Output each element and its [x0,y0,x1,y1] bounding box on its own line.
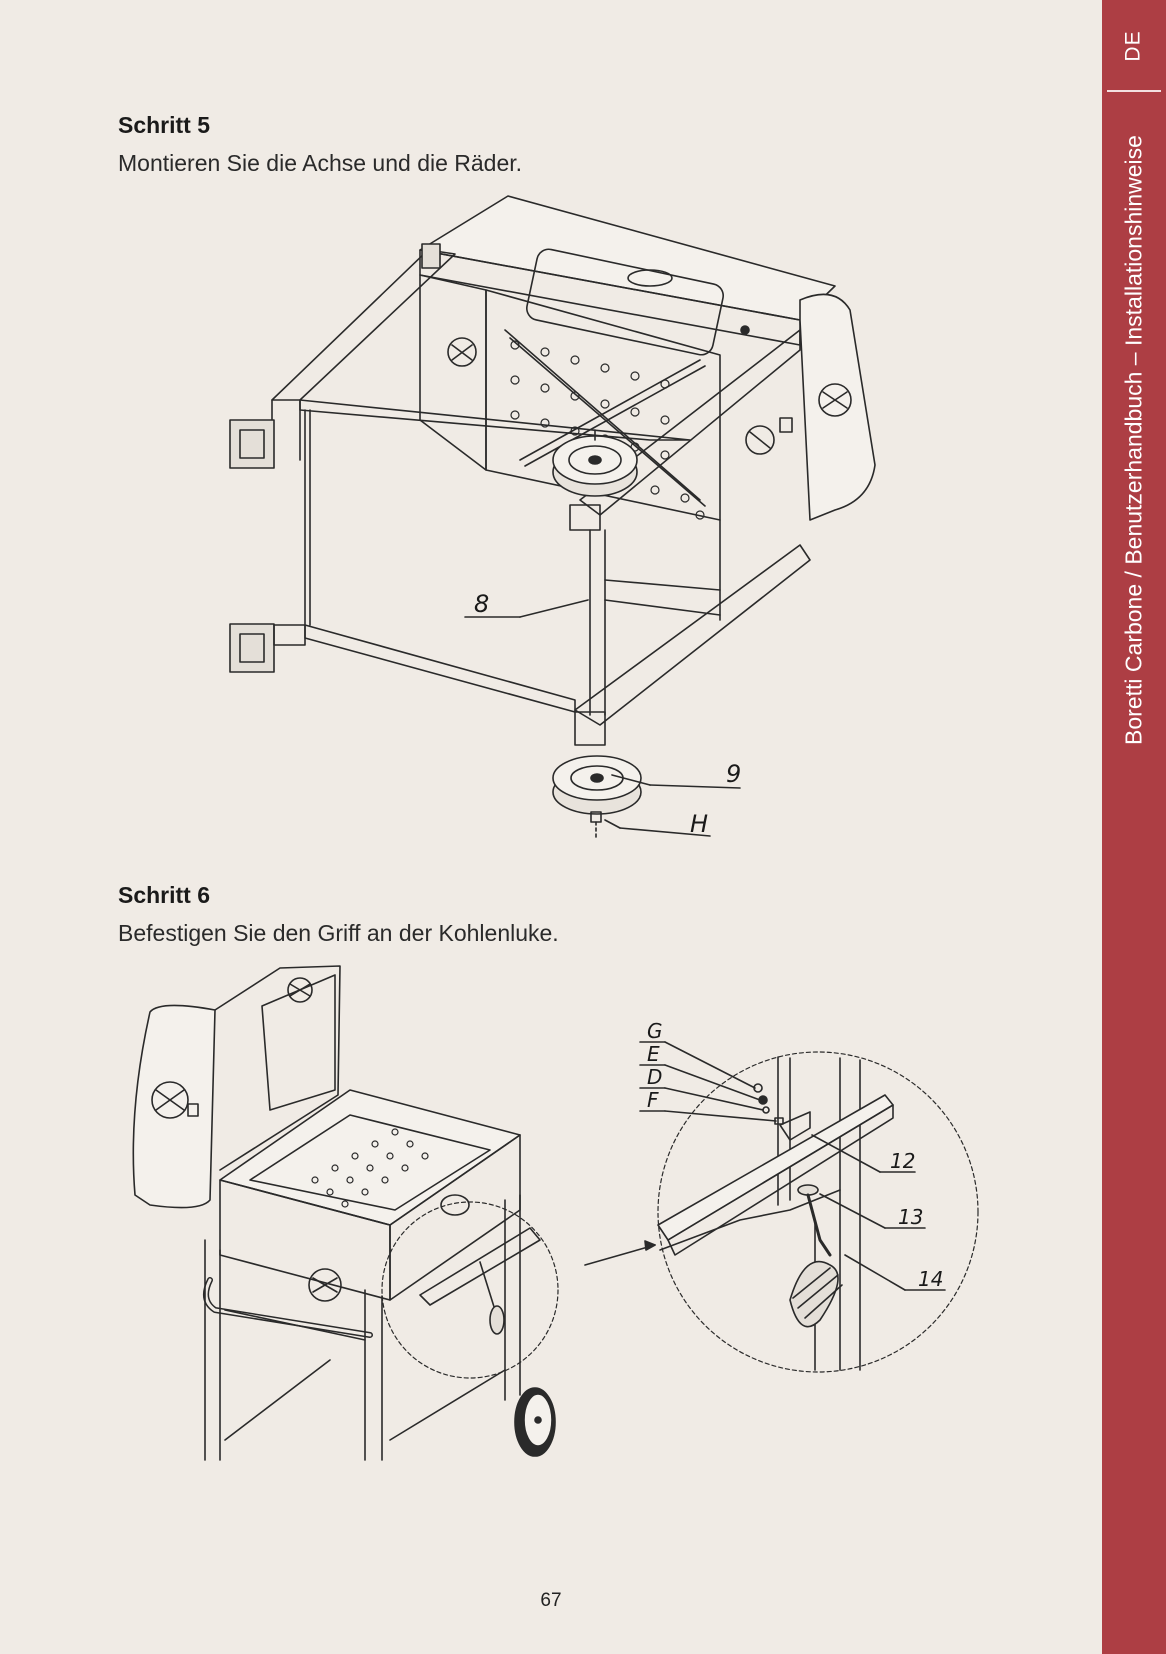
callout-8: 8 [474,590,489,618]
callout-12: 12 [890,1149,915,1173]
sidebar-divider [1107,90,1161,92]
step-5-description: Montieren Sie die Achse und die Räder. [118,150,523,176]
language-tab: DE [1102,0,1166,92]
language-label: DE [1122,30,1145,62]
step-5-title: Schritt 5 [118,112,211,138]
callout-14: 14 [918,1267,943,1291]
step-6-description: Befestigen Sie den Griff an der Kohlenlu… [118,920,559,946]
callout-F: F [647,1088,659,1112]
step-5-assembly-illustration: 8 9 H [229,195,876,841]
page-number: 67 [540,1590,562,1611]
step-6-title: Schritt 6 [118,882,211,908]
sidebar-title-container: Boretti Carbone / Benutzerhandbuch – Ins… [1102,100,1166,780]
callout-G: G [647,1019,663,1043]
callout-9: 9 [726,760,741,788]
sidebar-band [1102,0,1166,1654]
callout-H: H [690,810,708,838]
callout-D: D [647,1065,662,1089]
callout-E: E [647,1042,660,1066]
callout-13: 13 [898,1205,923,1229]
sidebar-title: Boretti Carbone / Benutzerhandbuch – Ins… [1120,135,1147,745]
step-6-handle-illustration: G E D F 12 13 14 [132,965,979,1461]
